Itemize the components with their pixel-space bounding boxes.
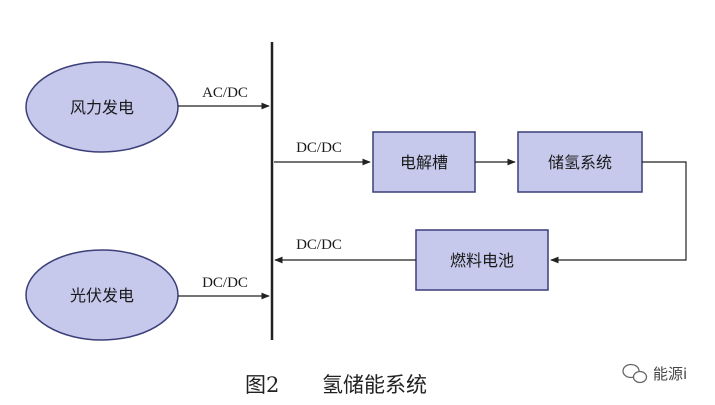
fuel-cell-converter-label: DC/DC [296, 237, 342, 253]
wind-converter-label: AC/DC [202, 85, 248, 101]
solar-converter-label: DC/DC [202, 275, 248, 291]
electrolyzer-converter-label: DC/DC [296, 140, 342, 156]
hydrogen-storage-node: 储氢系统 [517, 131, 643, 193]
fuel-cell-label: 燃料电池 [450, 251, 514, 270]
figure-number: 图2 [245, 373, 279, 397]
solar-power-label: 光伏发电 [70, 286, 134, 305]
electrolyzer-node: 电解槽 [372, 131, 476, 193]
figure-title: 氢储能系统 [322, 373, 427, 397]
wechat-icon [622, 363, 648, 384]
wind-power-label: 风力发电 [70, 98, 134, 117]
wechat-watermark: 能源i [622, 363, 687, 384]
solar-power-node: 光伏发电 [25, 249, 179, 341]
electrolyzer-label: 电解槽 [400, 153, 448, 172]
fuel-cell-node: 燃料电池 [415, 229, 549, 291]
wind-power-node: 风力发电 [25, 61, 179, 153]
storage-to-fuel-cell-arrow [550, 161, 687, 264]
watermark-text: 能源i [653, 365, 687, 383]
hydrogen-storage-label: 储氢系统 [548, 153, 612, 172]
